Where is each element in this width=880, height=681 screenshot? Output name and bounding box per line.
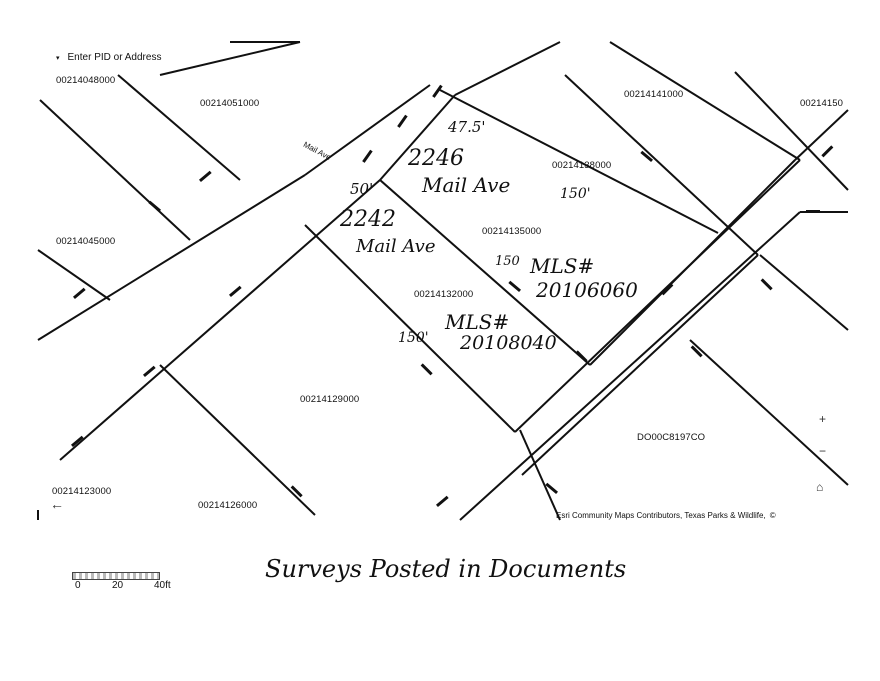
- handwritten-address-number: 2242: [340, 207, 396, 232]
- parcel-line: [117, 74, 241, 181]
- parcel-line: [159, 41, 301, 76]
- handwritten-dimension: 50': [350, 180, 374, 198]
- tick-mark: [640, 150, 654, 163]
- tick-mark: [435, 495, 449, 508]
- parcel-line: [519, 429, 561, 521]
- tick-mark: [397, 114, 408, 128]
- parcel-label[interactable]: 00214051000: [200, 98, 260, 109]
- parcel-line: [59, 179, 381, 461]
- parcel-label[interactable]: 00214123000: [52, 486, 112, 497]
- scale-tick-label: 20: [112, 580, 124, 591]
- parcel-line: [37, 249, 111, 301]
- tick-mark: [661, 283, 674, 296]
- parcel-line: [39, 99, 191, 241]
- parcel-label[interactable]: 00214138000: [552, 160, 612, 171]
- parcel-label[interactable]: 00214045000: [56, 236, 116, 247]
- parcel-label[interactable]: 00214135000: [482, 226, 542, 237]
- parcel-label[interactable]: 00214150: [800, 98, 844, 109]
- parcel-label[interactable]: 00214141000: [624, 89, 684, 100]
- tick-mark: [545, 482, 559, 495]
- parcel-line: [734, 71, 849, 191]
- home-icon[interactable]: ⌂: [816, 480, 824, 494]
- tick-mark: [420, 363, 433, 376]
- search-input[interactable]: Enter PID or Address: [67, 52, 162, 63]
- scale-tick-label: 40ft: [154, 580, 171, 591]
- parcel-line: [37, 174, 306, 341]
- parcel-line: [514, 159, 801, 433]
- parcel-label[interactable]: 00214126000: [198, 500, 258, 511]
- tick-mark: [198, 170, 212, 183]
- dropdown-caret-icon[interactable]: ▾: [56, 54, 60, 62]
- parcel-line: [609, 41, 801, 161]
- parcel-line: [564, 74, 759, 256]
- scale-tick-label: 0: [75, 580, 81, 591]
- parcel-line: [379, 94, 456, 181]
- boundary-ticks: [70, 84, 834, 508]
- handwritten-caption: Surveys Posted in Documents: [265, 555, 627, 583]
- parcel-line: [459, 211, 801, 521]
- parcel-line: [379, 179, 591, 366]
- scale-bar-graphic: [72, 572, 160, 580]
- parcel-lines: [37, 41, 849, 521]
- tick-mark: [148, 200, 162, 213]
- tick-mark: [432, 84, 443, 98]
- handwritten-mls-label: MLS#: [445, 310, 510, 334]
- parcel-label[interactable]: 00214048000: [56, 75, 116, 86]
- handwritten-address-street: Mail Ave: [356, 236, 436, 257]
- tick-mark: [575, 350, 588, 363]
- handwritten-dimension: 150': [398, 330, 429, 346]
- zoom-in-button[interactable]: +: [819, 412, 827, 426]
- handwritten-mls-number: 20106060: [536, 278, 638, 302]
- attribution-text: Esri Community Maps Contributors, Texas …: [556, 511, 766, 520]
- tick-mark: [290, 485, 303, 498]
- tick-mark: [690, 345, 703, 358]
- handwritten-address-street: Mail Ave: [422, 173, 511, 197]
- tick-mark: [72, 287, 86, 300]
- tick-mark: [760, 278, 773, 291]
- copyright-mark: ©: [769, 511, 776, 520]
- zoom-out-button[interactable]: −: [819, 444, 827, 458]
- handwritten-dimension: 150': [560, 186, 591, 202]
- tick-mark: [228, 285, 242, 298]
- search-bar[interactable]: ▾ Enter PID or Address: [56, 52, 161, 63]
- handwritten-address-number: 2246: [408, 146, 464, 171]
- tick-mark: [362, 149, 373, 163]
- handwritten-mls-number: 20108040: [460, 332, 557, 354]
- parcel-label[interactable]: 00214129000: [300, 394, 360, 405]
- handwritten-dimension: 150: [495, 254, 520, 269]
- parcel-line: [304, 84, 431, 176]
- tick-mark: [821, 145, 834, 158]
- parcel-line: [304, 224, 516, 433]
- parcel-label[interactable]: DO00C8197CO: [637, 432, 706, 443]
- parcel-line: [159, 364, 316, 516]
- parcel-line: [689, 339, 849, 486]
- tick-mark: [142, 365, 156, 378]
- parcel-label[interactable]: 00214132000: [414, 289, 474, 300]
- parcel-line: [589, 159, 796, 366]
- map-attribution: Esri Community Maps Contributors, Texas …: [556, 511, 776, 520]
- tick-mark: [806, 210, 820, 213]
- handwritten-mls-label: MLS#: [530, 254, 595, 278]
- parcel-line: [759, 254, 849, 331]
- back-arrow-icon[interactable]: ←: [50, 496, 64, 512]
- tick-mark: [508, 280, 522, 293]
- parcel-line: [439, 89, 719, 234]
- parcel-line: [794, 109, 849, 161]
- handwritten-dimension: 47.5': [448, 118, 486, 136]
- tick-mark: [70, 435, 84, 448]
- parcel-line: [521, 254, 759, 476]
- parcel-line: [454, 41, 561, 96]
